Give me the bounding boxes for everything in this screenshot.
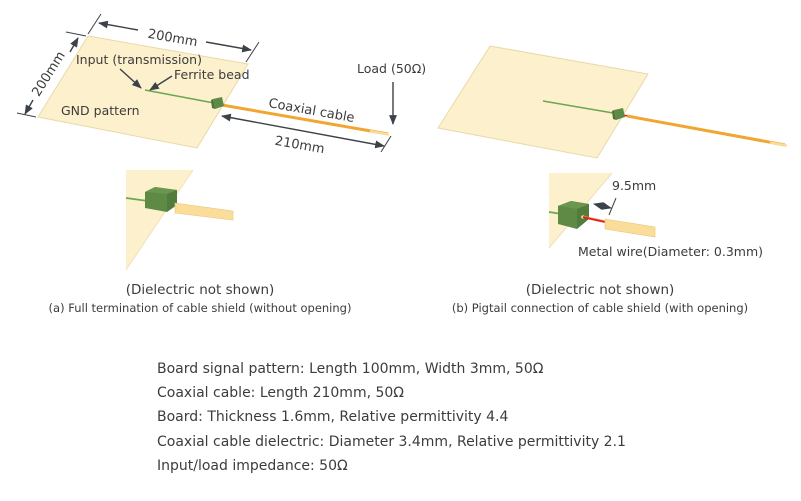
panel-a-detail bbox=[125, 169, 234, 271]
dim-arrow-width bbox=[205, 41, 252, 53]
ferrite-bead-detail-a bbox=[145, 187, 177, 212]
signal-trace-b bbox=[542, 100, 614, 114]
spec-board-signal-pattern: Board signal pattern: Length 100mm, Widt… bbox=[157, 361, 544, 377]
dim-tick bbox=[65, 31, 87, 37]
metal-wire-detail-b bbox=[582, 215, 607, 224]
dim-tick bbox=[16, 112, 37, 118]
spec-board: Board: Thickness 1.6mm, Relative permitt… bbox=[157, 409, 509, 426]
dielectric-note-b: (Dielectric not shown) bbox=[525, 282, 675, 298]
signal-trace-detail-a bbox=[125, 197, 149, 202]
board-a bbox=[37, 35, 249, 149]
dim-arrow-depth bbox=[69, 37, 79, 53]
caption-b: (b) Pigtail connection of cable shield (… bbox=[451, 301, 749, 315]
board-b bbox=[437, 45, 649, 159]
pointer-ferrite bbox=[149, 75, 173, 91]
caption-a: (a) Full termination of cable shield (wi… bbox=[48, 301, 352, 315]
dim-tick bbox=[380, 135, 392, 153]
cable-end-b bbox=[769, 141, 788, 147]
label-load: Load (50Ω) bbox=[357, 61, 426, 76]
coaxial-cable-detail-a bbox=[174, 202, 234, 221]
dim-tick bbox=[245, 41, 260, 63]
spec-coaxial-dielectric: Coaxial cable dielectric: Diameter 3.4mm… bbox=[157, 433, 626, 450]
signal-trace-a bbox=[144, 89, 215, 104]
ferrite-bead-detail-b bbox=[558, 201, 589, 229]
coaxial-cable-detail-b bbox=[604, 218, 656, 238]
dim-tick bbox=[87, 13, 102, 35]
coaxial-cable-b bbox=[626, 114, 786, 147]
label-input: Input (transmission) bbox=[76, 52, 202, 67]
panel-a-overview: 200mm 200mm Input (transmission) Ferrite… bbox=[16, 13, 426, 157]
dim-tick bbox=[608, 197, 617, 216]
metal-wire-highlight bbox=[582, 215, 607, 222]
dielectric-note-a: (Dielectric not shown) bbox=[125, 282, 275, 298]
panel-b-overview bbox=[437, 45, 788, 159]
dim-arrow-depth bbox=[24, 99, 34, 115]
ferrite-bead-a bbox=[211, 97, 224, 109]
dim-width-label: 200mm bbox=[147, 27, 199, 50]
dim-arrow-cable bbox=[221, 113, 385, 149]
dim-gap-label: 9.5mm bbox=[612, 178, 656, 193]
dim-cable-label: 210mm bbox=[274, 134, 326, 157]
spec-coaxial-cable: Coaxial cable: Length 210mm, 50Ω bbox=[157, 385, 404, 402]
dim-arrow-gap bbox=[593, 202, 612, 210]
panel-b-detail: 9.5mm Metal wire(Diameter: 0.3mm) bbox=[548, 172, 763, 259]
dim-arrow-width bbox=[98, 20, 139, 31]
specification-list: Board signal pattern: Length 100mm, Widt… bbox=[157, 357, 626, 478]
label-gnd-pattern: GND pattern bbox=[61, 103, 140, 118]
label-metal-wire: Metal wire(Diameter: 0.3mm) bbox=[578, 244, 763, 259]
label-ferrite-bead: Ferrite bead bbox=[174, 67, 250, 82]
spec-impedance: Input/load impedance: 50Ω bbox=[157, 457, 348, 474]
board-edge-line-a bbox=[125, 169, 194, 271]
pointer-input bbox=[119, 68, 142, 89]
ferrite-bead-b bbox=[612, 108, 625, 120]
